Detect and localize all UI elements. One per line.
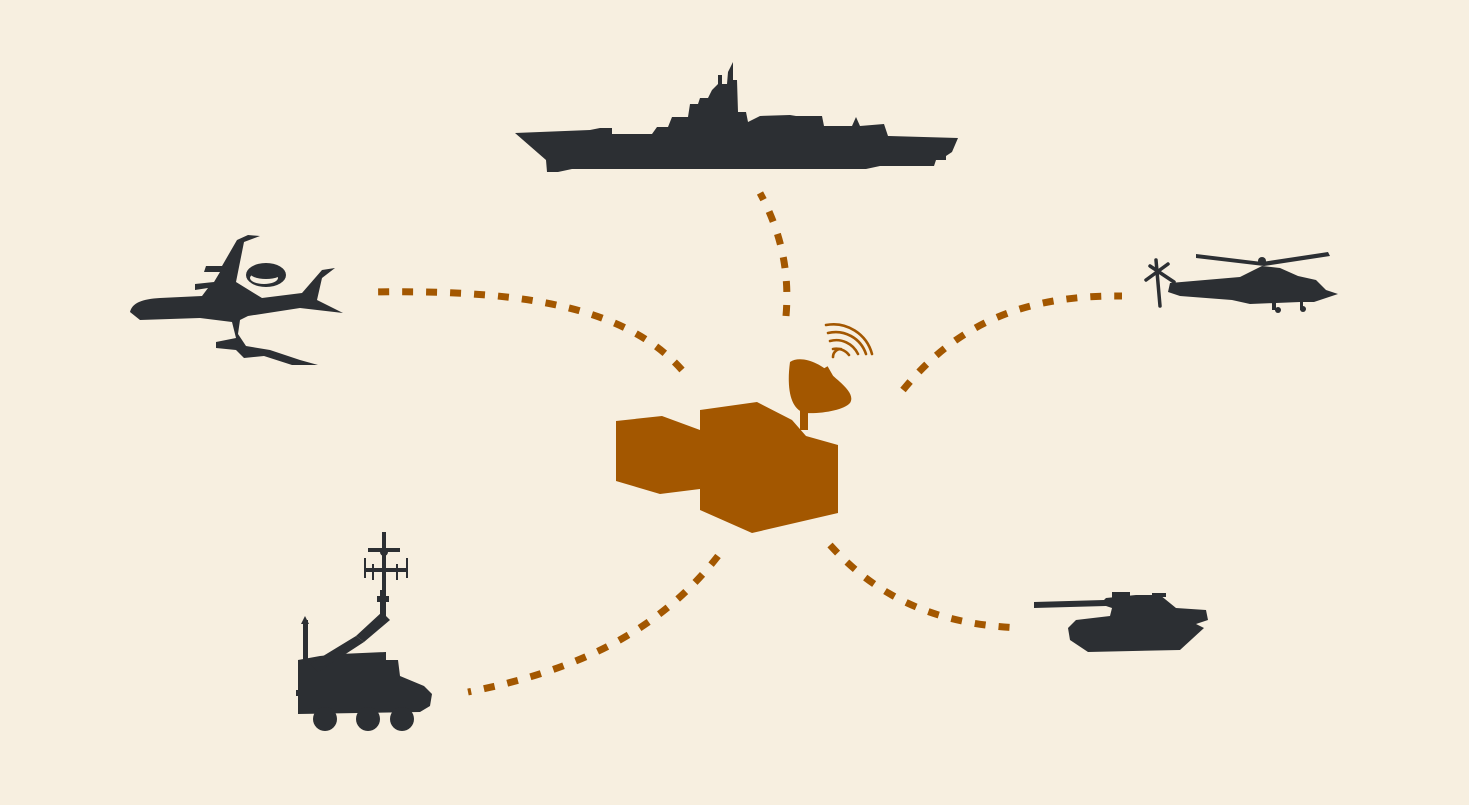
link-hub-tank [827, 542, 1023, 632]
satellite-ground-station-icon [616, 359, 852, 533]
antenna-truck-icon [296, 532, 432, 731]
truck-antenna-elements [364, 558, 408, 580]
link-hub-helicopter [900, 292, 1123, 393]
link-hub-awacs [369, 288, 685, 373]
communication-links [369, 191, 1123, 696]
awacs-aircraft-icon [130, 235, 343, 365]
attack-helicopter-icon [1168, 252, 1338, 313]
link-hub-warship [756, 191, 791, 317]
helicopter-tail-rotor [1144, 258, 1176, 308]
tank-icon [1034, 592, 1208, 652]
link-hub-antenna-truck [467, 553, 721, 696]
warship-icon [515, 62, 958, 172]
wifi-signal-icon [824, 323, 874, 359]
awacs-radome [249, 265, 283, 279]
